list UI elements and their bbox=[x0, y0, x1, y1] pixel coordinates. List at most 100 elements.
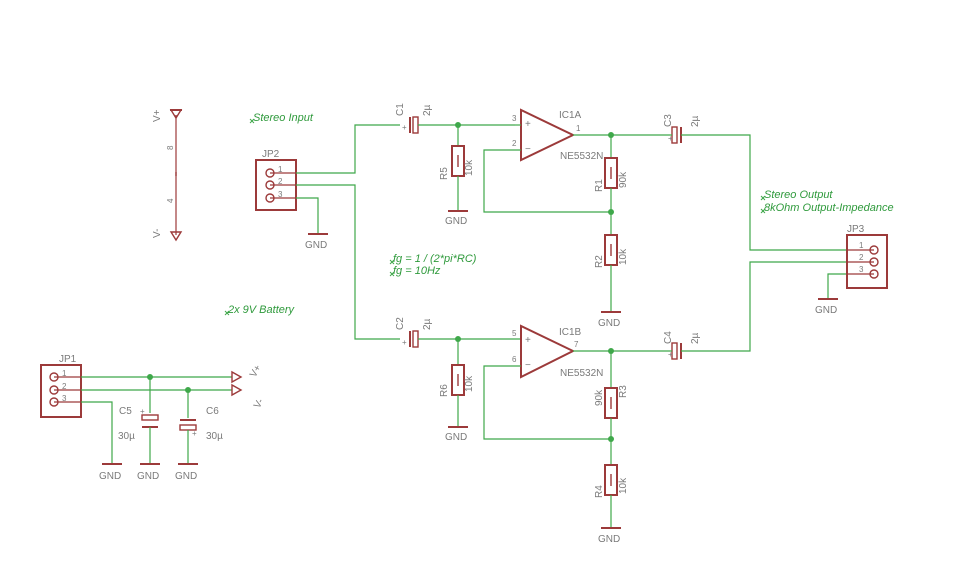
r2-value: 10k bbox=[618, 248, 629, 265]
gnd-symbol-r6: GND bbox=[445, 426, 468, 443]
svg-text:3: 3 bbox=[512, 114, 517, 123]
svg-text:−: − bbox=[525, 360, 531, 371]
svg-text:3: 3 bbox=[62, 394, 67, 403]
gnd-symbol-c5: GND bbox=[137, 463, 160, 482]
capacitor-c6: + C6 30µ bbox=[179, 406, 223, 442]
svg-text:GND: GND bbox=[815, 305, 837, 316]
resistor-r2: R2 10k bbox=[594, 234, 629, 268]
c3-value: 2µ bbox=[690, 115, 701, 127]
c6-value: 30µ bbox=[206, 431, 223, 442]
c4-name: C4 bbox=[663, 331, 674, 344]
svg-text:1: 1 bbox=[62, 369, 67, 378]
svg-text:+: + bbox=[668, 350, 673, 359]
stereo-output-note: Stereo Output bbox=[764, 189, 833, 201]
jp2-pin2: 2 bbox=[278, 177, 283, 186]
r6-name: R6 bbox=[439, 384, 450, 397]
gnd-symbol-jp3: GND bbox=[815, 298, 838, 316]
resistor-r3: R3 90k bbox=[594, 385, 629, 419]
c2-name: C2 bbox=[395, 317, 406, 330]
svg-text:+: + bbox=[402, 338, 407, 347]
jp1-label: JP1 bbox=[59, 354, 77, 365]
c6-name: C6 bbox=[206, 406, 219, 417]
svg-text:7: 7 bbox=[574, 340, 579, 349]
resistor-r5: R5 10k bbox=[439, 145, 475, 180]
r1-name: R1 bbox=[594, 179, 605, 192]
r5-value: 10k bbox=[464, 159, 475, 176]
c3-name: C3 bbox=[663, 114, 674, 127]
svg-text:GND: GND bbox=[598, 534, 620, 545]
svg-text:5: 5 bbox=[512, 329, 517, 338]
r5-name: R5 bbox=[439, 167, 450, 180]
resistor-r4: R4 10k bbox=[594, 464, 629, 498]
jp2-connector: JP2 1 2 3 bbox=[255, 149, 297, 211]
jp3-connector: JP3 1 2 3 bbox=[846, 224, 888, 289]
svg-text:2: 2 bbox=[62, 382, 67, 391]
c4-value: 2µ bbox=[690, 332, 701, 344]
fg-value-note: fg = 10Hz bbox=[393, 265, 441, 277]
rail-vminus: V- bbox=[231, 383, 266, 411]
ic1a-type: NE5532N bbox=[560, 151, 603, 162]
gnd-symbol-jp1: GND bbox=[99, 463, 122, 482]
svg-text:+: + bbox=[668, 134, 673, 143]
supply-symbol: V+ V- 8 4 bbox=[152, 109, 183, 242]
jp2-pin3: 3 bbox=[278, 190, 283, 199]
svg-text:+: + bbox=[402, 123, 407, 132]
svg-text:6: 6 bbox=[512, 355, 517, 364]
resistor-r1: R1 90k bbox=[594, 157, 629, 192]
svg-text:+: + bbox=[525, 119, 531, 130]
opamp-ic1a: + − IC1A NE5532N 3 2 1 bbox=[512, 108, 603, 162]
c5-value: 30µ bbox=[118, 431, 135, 442]
gnd-symbol-r2: GND bbox=[598, 311, 621, 329]
capacitor-c4: C4 2µ + bbox=[663, 331, 701, 360]
gnd-symbol-r5: GND bbox=[445, 210, 468, 227]
gnd-symbol-jp2: GND bbox=[305, 233, 328, 251]
rail-vplus: V+ bbox=[231, 363, 264, 384]
svg-text:+: + bbox=[140, 407, 145, 416]
svg-text:GND: GND bbox=[598, 318, 620, 329]
rail-vminus-label: V- bbox=[252, 397, 266, 411]
supply-pin8-label: 8 bbox=[166, 145, 175, 150]
svg-text:2: 2 bbox=[859, 253, 864, 262]
r3-value: 90k bbox=[594, 389, 605, 406]
capacitor-c3: C3 2µ + bbox=[663, 114, 701, 144]
jp2-label: JP2 bbox=[262, 149, 280, 160]
ic1a-name: IC1A bbox=[559, 110, 582, 121]
r6-value: 10k bbox=[464, 375, 475, 392]
opamp-ic1b: + − IC1B NE5532N 5 6 7 bbox=[512, 324, 603, 379]
capacitor-c2: C2 2µ + bbox=[395, 317, 433, 348]
note-origin-marks bbox=[224, 118, 766, 316]
svg-text:GND: GND bbox=[445, 432, 467, 443]
resistor-r6: R6 10k bbox=[439, 364, 475, 397]
gnd-symbol-r4: GND bbox=[598, 527, 621, 545]
jp2-pin1: 1 bbox=[278, 165, 283, 174]
svg-text:GND: GND bbox=[175, 471, 197, 482]
supply-vminus-label: V- bbox=[152, 229, 163, 238]
supply-pin4-label: 4 bbox=[166, 198, 175, 203]
c5-name: C5 bbox=[119, 406, 132, 417]
svg-text:2: 2 bbox=[512, 139, 517, 148]
fg-formula-note: fg = 1 / (2*pi*RC) bbox=[393, 253, 477, 265]
svg-text:−: − bbox=[525, 144, 531, 155]
output-impedance-note: 8kOhm Output-Impedance bbox=[764, 202, 894, 214]
jp1-connector: JP1 1 2 3 bbox=[40, 354, 82, 418]
capacitor-c5: + C5 30µ bbox=[118, 406, 159, 442]
r3-name: R3 bbox=[618, 385, 629, 398]
c1-value: 2µ bbox=[422, 104, 433, 116]
c2-value: 2µ bbox=[422, 318, 433, 330]
svg-text:1: 1 bbox=[576, 124, 581, 133]
jp3-label: JP3 bbox=[847, 224, 865, 235]
stereo-input-note: Stereo Input bbox=[253, 112, 314, 124]
supply-vplus-label: V+ bbox=[152, 109, 163, 122]
svg-text:+: + bbox=[192, 429, 197, 438]
c1-name: C1 bbox=[395, 103, 406, 116]
r1-value: 90k bbox=[618, 171, 629, 188]
svg-text:GND: GND bbox=[305, 240, 327, 251]
r2-name: R2 bbox=[594, 255, 605, 268]
svg-text:3: 3 bbox=[859, 265, 864, 274]
ic1b-name: IC1B bbox=[559, 327, 582, 338]
svg-text:GND: GND bbox=[99, 471, 121, 482]
svg-text:GND: GND bbox=[445, 216, 467, 227]
capacitor-c1: 2µ C1 2µ + bbox=[395, 103, 433, 134]
svg-text:GND: GND bbox=[137, 471, 159, 482]
rail-vplus-label: V+ bbox=[248, 363, 264, 379]
